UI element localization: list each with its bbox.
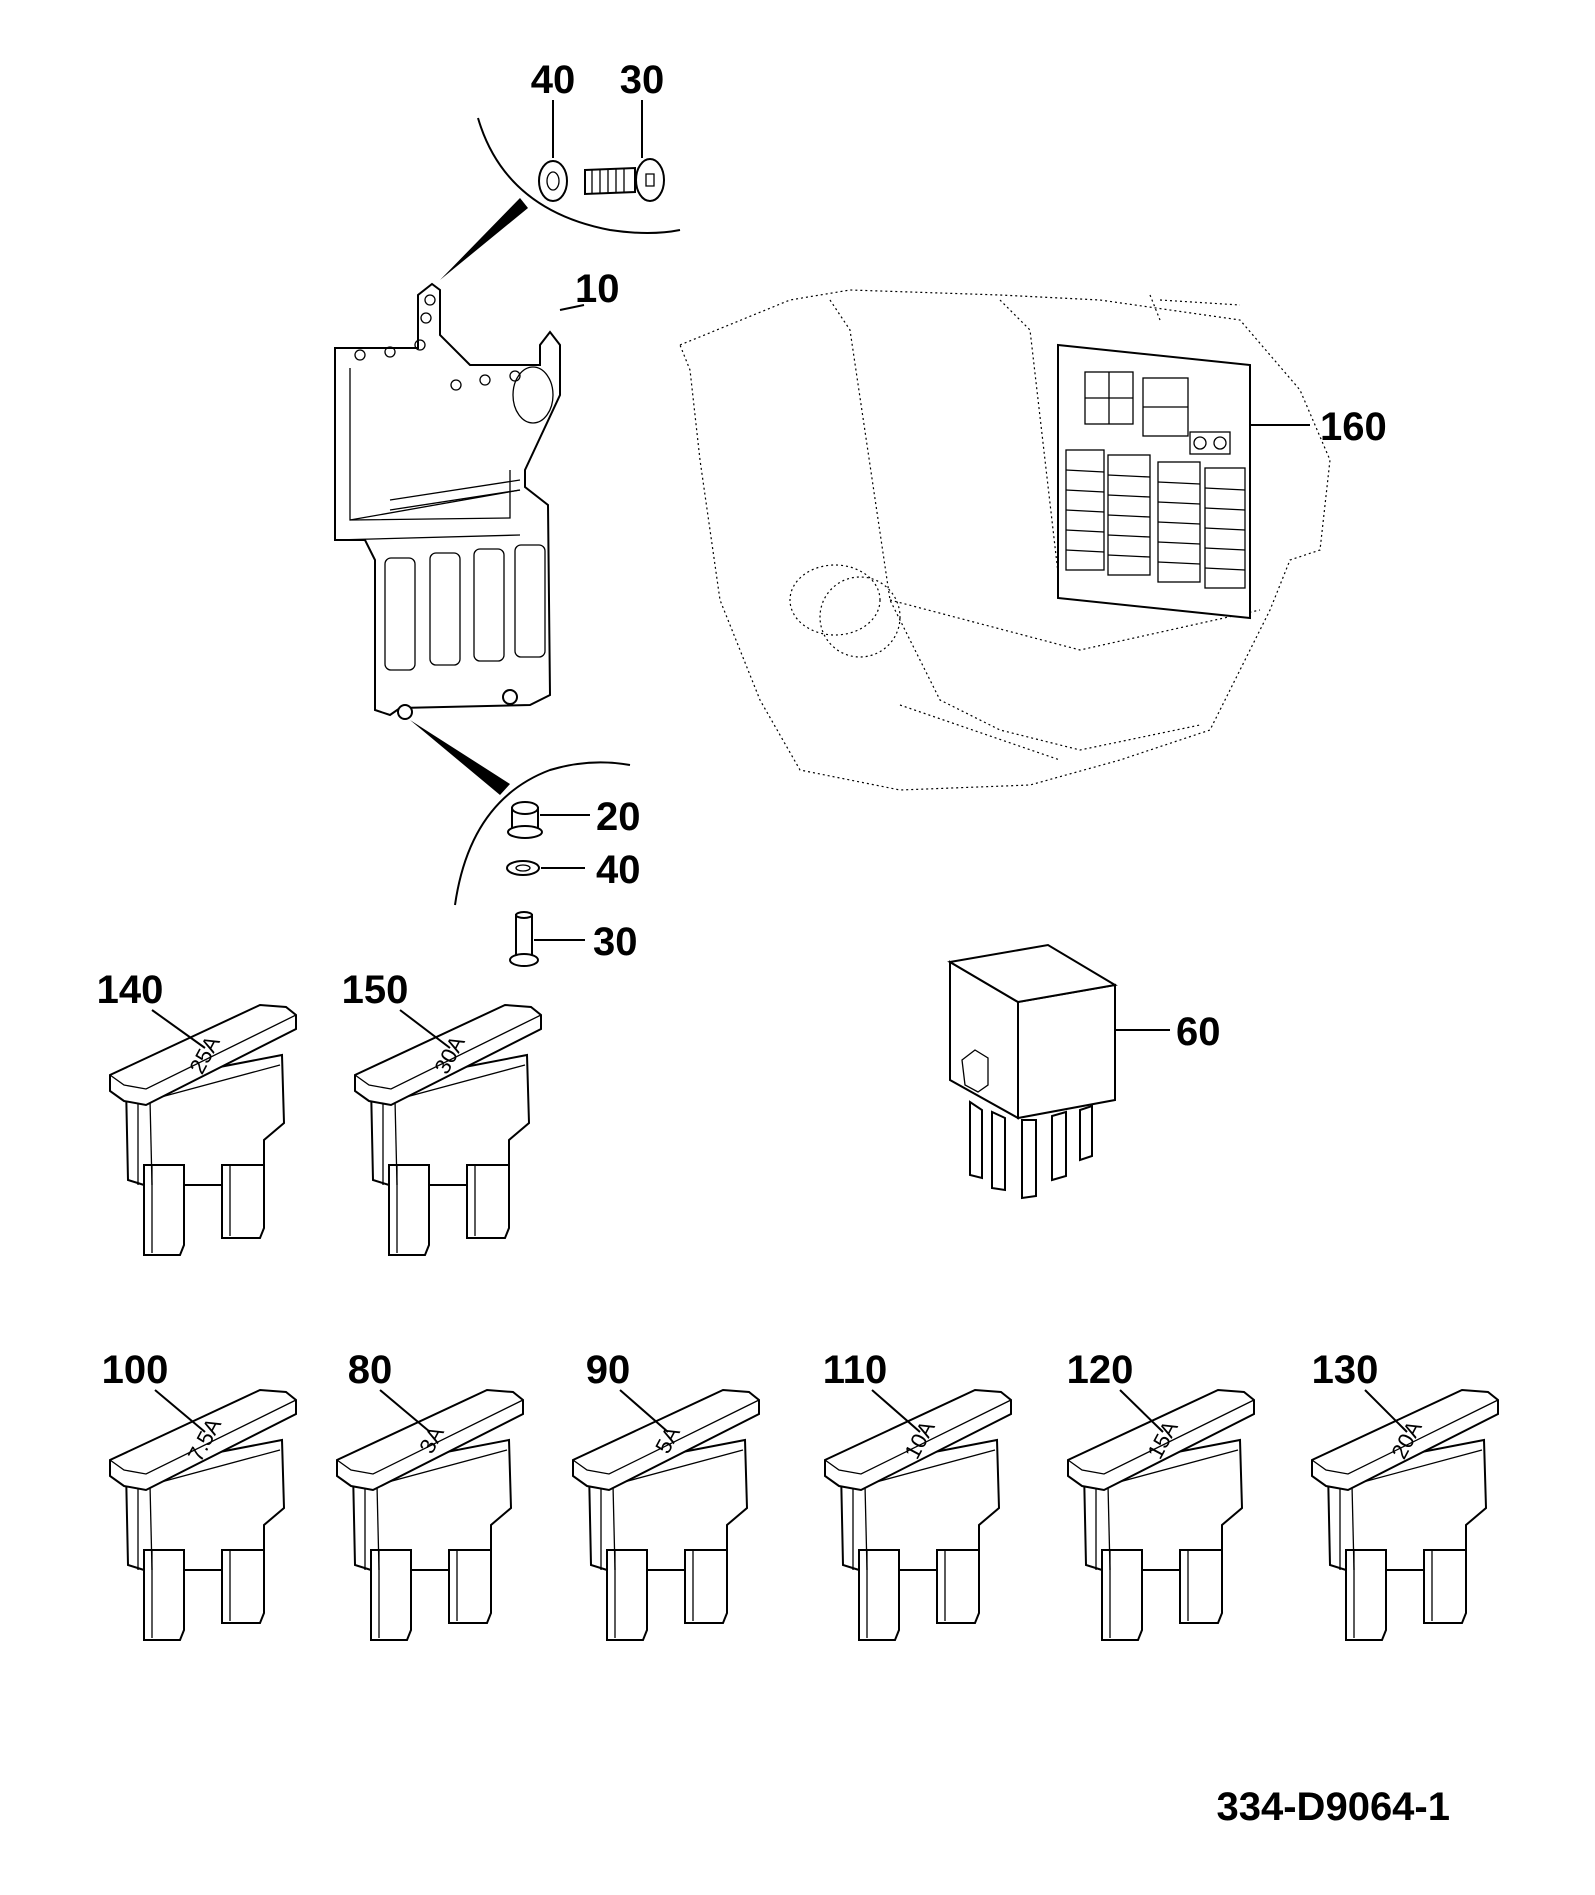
drawing-number: 334-D9064-1 xyxy=(1217,1785,1451,1829)
callouts: 40 30 10 160 20 40 30 60 140 150 100 80 … xyxy=(97,58,1387,1392)
fuse-slots xyxy=(384,479,546,671)
fuse-bracket xyxy=(334,282,561,720)
callout-40-top: 40 xyxy=(531,58,576,102)
relay xyxy=(947,943,1170,1200)
washer-40-mid xyxy=(506,860,540,876)
callout-150: 150 xyxy=(342,968,409,1012)
callout-40-mid: 40 xyxy=(596,848,641,892)
fuse-80: 3A xyxy=(336,1389,524,1641)
leader-lines xyxy=(151,304,1408,1433)
callout-20: 20 xyxy=(596,795,641,839)
callout-140: 140 xyxy=(97,968,164,1012)
detail-view-bottom xyxy=(410,720,631,967)
sticker-fuse-columns xyxy=(1065,449,1246,589)
fuse-110: 10A xyxy=(824,1389,1012,1641)
pin-30-mid xyxy=(509,911,539,967)
callout-90: 90 xyxy=(586,1348,631,1392)
callout-110: 110 xyxy=(823,1348,888,1392)
fusebox-cover xyxy=(679,289,1331,791)
callout-80: 80 xyxy=(348,1348,393,1392)
fuse-90: 5A xyxy=(572,1389,760,1641)
fuse-130: 20A xyxy=(1311,1389,1499,1641)
nut-20 xyxy=(507,801,543,839)
callout-30-top: 30 xyxy=(620,58,665,102)
fuse-100: 7.5A xyxy=(109,1389,297,1641)
callout-10: 10 xyxy=(575,267,620,311)
bracket-holes xyxy=(354,294,521,391)
callout-30-mid: 30 xyxy=(593,920,638,964)
callout-100: 100 xyxy=(102,1348,169,1392)
fuse-150: 30A xyxy=(354,1004,542,1256)
fuse-140: 25A xyxy=(109,1004,297,1256)
callout-120: 120 xyxy=(1067,1348,1134,1392)
screw-top xyxy=(584,158,665,202)
fuse-label-sticker xyxy=(1057,343,1310,620)
detail-view-top xyxy=(440,100,681,280)
callout-130: 130 xyxy=(1312,1348,1379,1392)
callout-60: 60 xyxy=(1176,1010,1221,1054)
sticker-icon-panels xyxy=(1084,371,1231,455)
washer-top xyxy=(538,160,568,202)
callout-160: 160 xyxy=(1320,405,1387,449)
fuse-120: 15A xyxy=(1067,1389,1255,1641)
